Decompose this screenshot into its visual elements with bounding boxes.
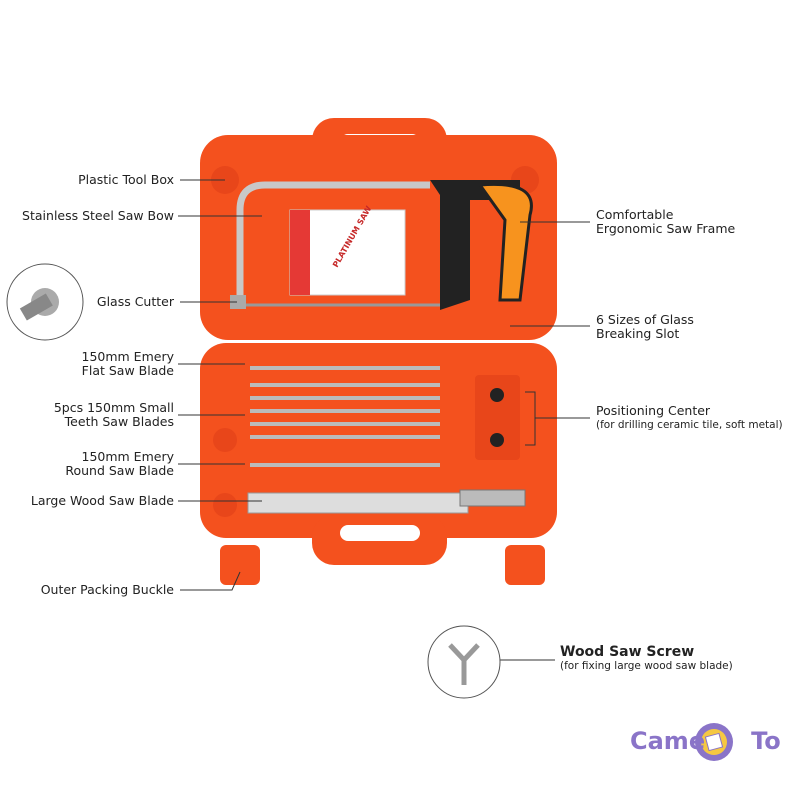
logo-text-right: To [751, 727, 781, 755]
label-line: Breaking Slot [596, 326, 680, 341]
label-line: 5pcs 150mm Small [53, 400, 174, 415]
label-wood-saw-screw: Wood Saw Screw(for fixing large wood saw… [560, 645, 733, 673]
glass-cutter-inset [6, 263, 84, 341]
label-buckle: Outer Packing Buckle [40, 582, 174, 597]
saw [230, 180, 533, 310]
logo-icon [695, 723, 733, 761]
label-wood-blade: Large Wood Saw Blade [30, 493, 174, 508]
buckle-left [220, 545, 260, 585]
positioning-center [475, 375, 520, 460]
brand-logo: Came To [630, 727, 781, 755]
label-line: Comfortable [596, 207, 674, 222]
product-card [289, 209, 406, 296]
label-line: 150mm Emery [81, 449, 175, 464]
label-glass-cutter: Glass Cutter [96, 294, 174, 309]
label-line: Flat Saw Blade [81, 363, 174, 378]
label-line: Wood Saw Screw [560, 644, 695, 660]
label-line: 150mm Emery [81, 349, 175, 364]
buckle-right [505, 545, 545, 585]
wood-saw-screw-inset [427, 625, 501, 699]
label-saw-bow: Stainless Steel Saw Bow [22, 208, 174, 223]
label-plastic-tool-box: Plastic Tool Box [78, 172, 174, 187]
label-line: Ergonomic Saw Frame [596, 221, 736, 236]
callout-lines [178, 179, 590, 661]
label-line: 6 Sizes of Glass [596, 312, 694, 327]
label-positioning-center: Positioning Center(for drilling ceramic … [596, 404, 783, 432]
wood-saw-blade [247, 489, 526, 514]
label-subtext: (for fixing large wood saw blade) [560, 660, 733, 672]
logo-text-left: Came [630, 727, 706, 755]
label-line: Round Saw Blade [65, 463, 174, 478]
label-line: Teeth Saw Blades [64, 414, 174, 429]
saw-blades [250, 366, 440, 467]
label-line: Positioning Center [596, 403, 711, 418]
label-subtext: (for drilling ceramic tile, soft metal) [596, 419, 783, 431]
